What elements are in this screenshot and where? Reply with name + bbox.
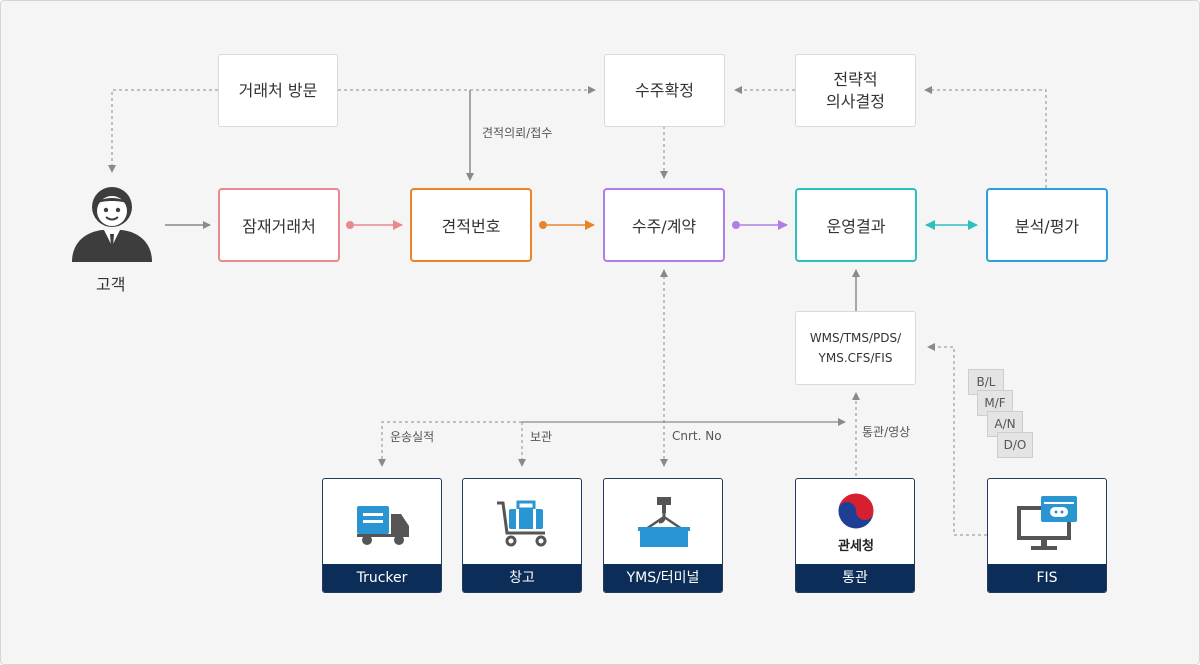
- fis-caption: FIS: [988, 564, 1106, 592]
- analysis-box: 분석/평가: [986, 188, 1108, 262]
- client-visit-box: 거래처 방문: [218, 54, 338, 127]
- yms-caption: YMS/터미널: [604, 564, 722, 592]
- warehouse-caption: 창고: [463, 564, 581, 592]
- order-contract-box: 수주/계약: [603, 188, 725, 262]
- systems-line1: WMS/TMS/PDS/: [809, 331, 902, 345]
- trucker-caption: Trucker: [323, 564, 441, 592]
- customs-logo-text: 관세청: [838, 539, 874, 554]
- visit-to-customer-connector: [108, 89, 218, 173]
- order-confirm-box: 수주확정: [604, 54, 725, 127]
- systems-line2: YMS.CFS/FIS: [818, 351, 893, 365]
- customs-tile: 관세청 통관: [795, 478, 915, 593]
- trucker-tile: Trucker: [322, 478, 442, 593]
- client-visit-text: 거래처 방문: [238, 80, 318, 100]
- potential-client-text: 잠재거래처: [242, 217, 316, 236]
- order-arrow-dot: [732, 221, 740, 229]
- strategic-decision-box: 전략적 의사결정: [795, 54, 916, 127]
- doc-do: D/O: [997, 432, 1033, 458]
- order-confirm-text: 수주확정: [635, 80, 694, 100]
- warehouse-tile: 창고: [462, 478, 582, 593]
- truck-icon: [323, 479, 441, 566]
- storage-label: 보관: [530, 430, 553, 444]
- strategic-decision-line2: 의사결정: [826, 91, 885, 111]
- customer-label: 고객: [96, 275, 126, 294]
- yms-tile: YMS/터미널: [603, 478, 723, 593]
- customer-avatar-icon: [68, 180, 156, 264]
- fis-to-systems-connector: [927, 343, 987, 536]
- analysis-text: 분석/평가: [1014, 217, 1080, 236]
- strategic-decision-line1: 전략적: [833, 69, 878, 89]
- transport-branch-connector: [378, 421, 522, 467]
- cart-icon: [463, 479, 581, 566]
- quote-number-box: 견적번호: [410, 188, 532, 262]
- cnrt-label: Cnrt. No: [672, 429, 722, 443]
- flow-arrows: [346, 220, 978, 230]
- customs-logo: 관세청: [796, 479, 914, 566]
- quote-number-text: 견적번호: [441, 217, 501, 236]
- potential-client-box: 잠재거래처: [218, 188, 340, 262]
- operation-result-box: 운영결과: [795, 188, 917, 262]
- fis-tile: FIS: [987, 478, 1107, 593]
- crane-container-icon: [604, 479, 722, 566]
- order-contract-text: 수주/계약: [631, 217, 697, 236]
- customs-report-label: 통관/영상: [862, 425, 911, 439]
- transport-label: 운송실적: [390, 430, 435, 444]
- quote-arrow-dot: [539, 221, 547, 229]
- korea-emblem-icon: [837, 492, 875, 530]
- customs-caption: 통관: [796, 564, 914, 592]
- operation-result-text: 운영결과: [826, 217, 886, 236]
- analysis-to-decision-connector: [924, 86, 1047, 188]
- potential-arrow-dot: [346, 221, 354, 229]
- systems-box: WMS/TMS/PDS/ YMS.CFS/FIS: [795, 311, 916, 385]
- monitor-icon: [988, 479, 1106, 566]
- quote-request-label: 견적의뢰/접수: [482, 126, 553, 140]
